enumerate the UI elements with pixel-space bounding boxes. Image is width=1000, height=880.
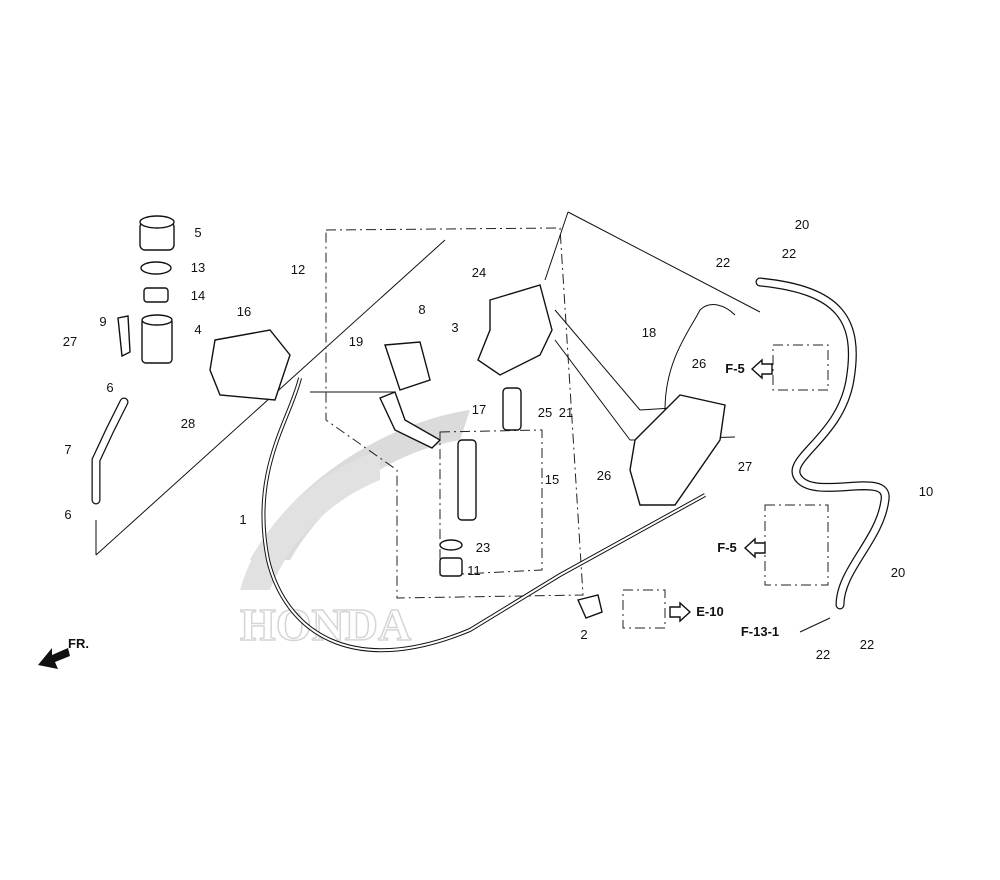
reference-link-e-10[interactable]: E-10 (696, 604, 723, 619)
part-label-6[interactable]: 6 (106, 380, 113, 395)
part-label-15[interactable]: 15 (545, 472, 559, 487)
clutch-master-cylinder[interactable] (477, 284, 553, 376)
part-label-12[interactable]: 12 (291, 262, 305, 277)
part-label-2[interactable]: 2 (580, 627, 587, 642)
part-label-24[interactable]: 24 (472, 265, 486, 280)
clutch-lever-bracket[interactable] (384, 341, 431, 391)
part-label-22[interactable]: 22 (860, 637, 874, 652)
reference-link-f-13-1[interactable]: F-13-1 (741, 624, 779, 639)
honda-wing-watermark: HONDA (239, 410, 470, 651)
part-label-25[interactable]: 25 (538, 405, 552, 420)
clutch-lever-switch[interactable] (379, 391, 442, 449)
part-label-11[interactable]: 11 (467, 563, 481, 578)
part-label-26[interactable]: 26 (597, 468, 611, 483)
part-label-20[interactable]: 20 (891, 565, 905, 580)
part-label-22[interactable]: 22 (782, 246, 796, 261)
diaphragm[interactable] (143, 287, 169, 303)
assembly-outline-15 (439, 429, 543, 576)
reservoir-tank[interactable] (141, 314, 173, 364)
ref-box-e10 (622, 589, 666, 629)
assembly-outline-12 (325, 227, 584, 599)
part-label-27[interactable]: 27 (63, 334, 77, 349)
part-label-18[interactable]: 18 (642, 325, 656, 340)
part-label-6[interactable]: 6 (64, 507, 71, 522)
diaphragm-plate[interactable] (140, 261, 172, 275)
clutch-hose[interactable] (755, 277, 890, 610)
reference-link-f-5[interactable]: F-5 (717, 540, 737, 555)
ref-box-f5-top (772, 344, 829, 391)
reference-link-f-5[interactable]: F-5 (725, 361, 745, 376)
brake-pipe (664, 304, 736, 411)
part-label-20[interactable]: 20 (795, 217, 809, 232)
part-label-7[interactable]: 7 (64, 442, 71, 457)
part-label-14[interactable]: 14 (191, 288, 205, 303)
arrow-e10-icon (669, 601, 692, 623)
master-cylinder-stay[interactable] (629, 394, 726, 506)
reservoir-bracket[interactable] (117, 315, 131, 358)
part-label-23[interactable]: 23 (476, 540, 490, 555)
part-label-27[interactable]: 27 (738, 459, 752, 474)
part-label-21[interactable]: 21 (559, 405, 573, 420)
honda-watermark-text: HONDA (240, 599, 411, 650)
arrow-f13-1 (799, 617, 831, 633)
piston-set[interactable] (439, 439, 477, 577)
part-label-1[interactable]: 1 (239, 512, 246, 527)
part-label-26[interactable]: 26 (692, 356, 706, 371)
part-label-22[interactable]: 22 (816, 647, 830, 662)
front-direction-label: FR. (68, 636, 89, 651)
part-label-8[interactable]: 8 (418, 302, 425, 317)
part-label-4[interactable]: 4 (194, 322, 201, 337)
part-label-19[interactable]: 19 (349, 334, 363, 349)
part-label-5[interactable]: 5 (194, 225, 201, 240)
reservoir-cover[interactable] (209, 329, 291, 401)
reservoir-cap[interactable] (139, 215, 175, 251)
part-label-3[interactable]: 3 (451, 320, 458, 335)
arrow-f5-top-icon (750, 358, 773, 380)
ref-box-f5-bottom (764, 504, 829, 586)
part-label-28[interactable]: 28 (181, 416, 195, 431)
part-label-22[interactable]: 22 (716, 255, 730, 270)
part-label-10[interactable]: 10 (919, 484, 933, 499)
part-label-13[interactable]: 13 (191, 260, 205, 275)
part-label-16[interactable]: 16 (237, 304, 251, 319)
cable-clamp[interactable] (577, 594, 603, 619)
spring[interactable] (502, 387, 522, 431)
front-direction-arrow: FR. (38, 636, 89, 669)
part-label-17[interactable]: 17 (472, 402, 486, 417)
arrow-f5-bottom-icon (743, 537, 766, 559)
part-label-9[interactable]: 9 (99, 314, 106, 329)
